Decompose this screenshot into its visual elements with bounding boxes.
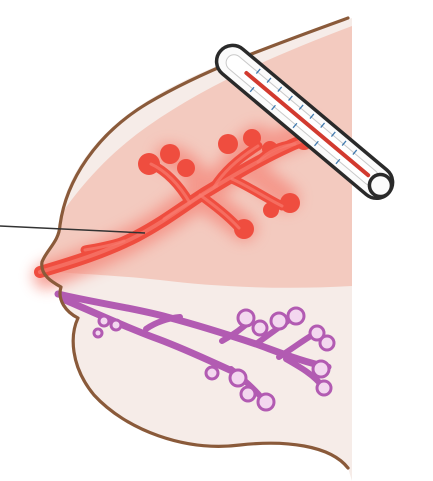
breast-diagram [0, 0, 433, 481]
mastitis-illustration [0, 0, 433, 481]
